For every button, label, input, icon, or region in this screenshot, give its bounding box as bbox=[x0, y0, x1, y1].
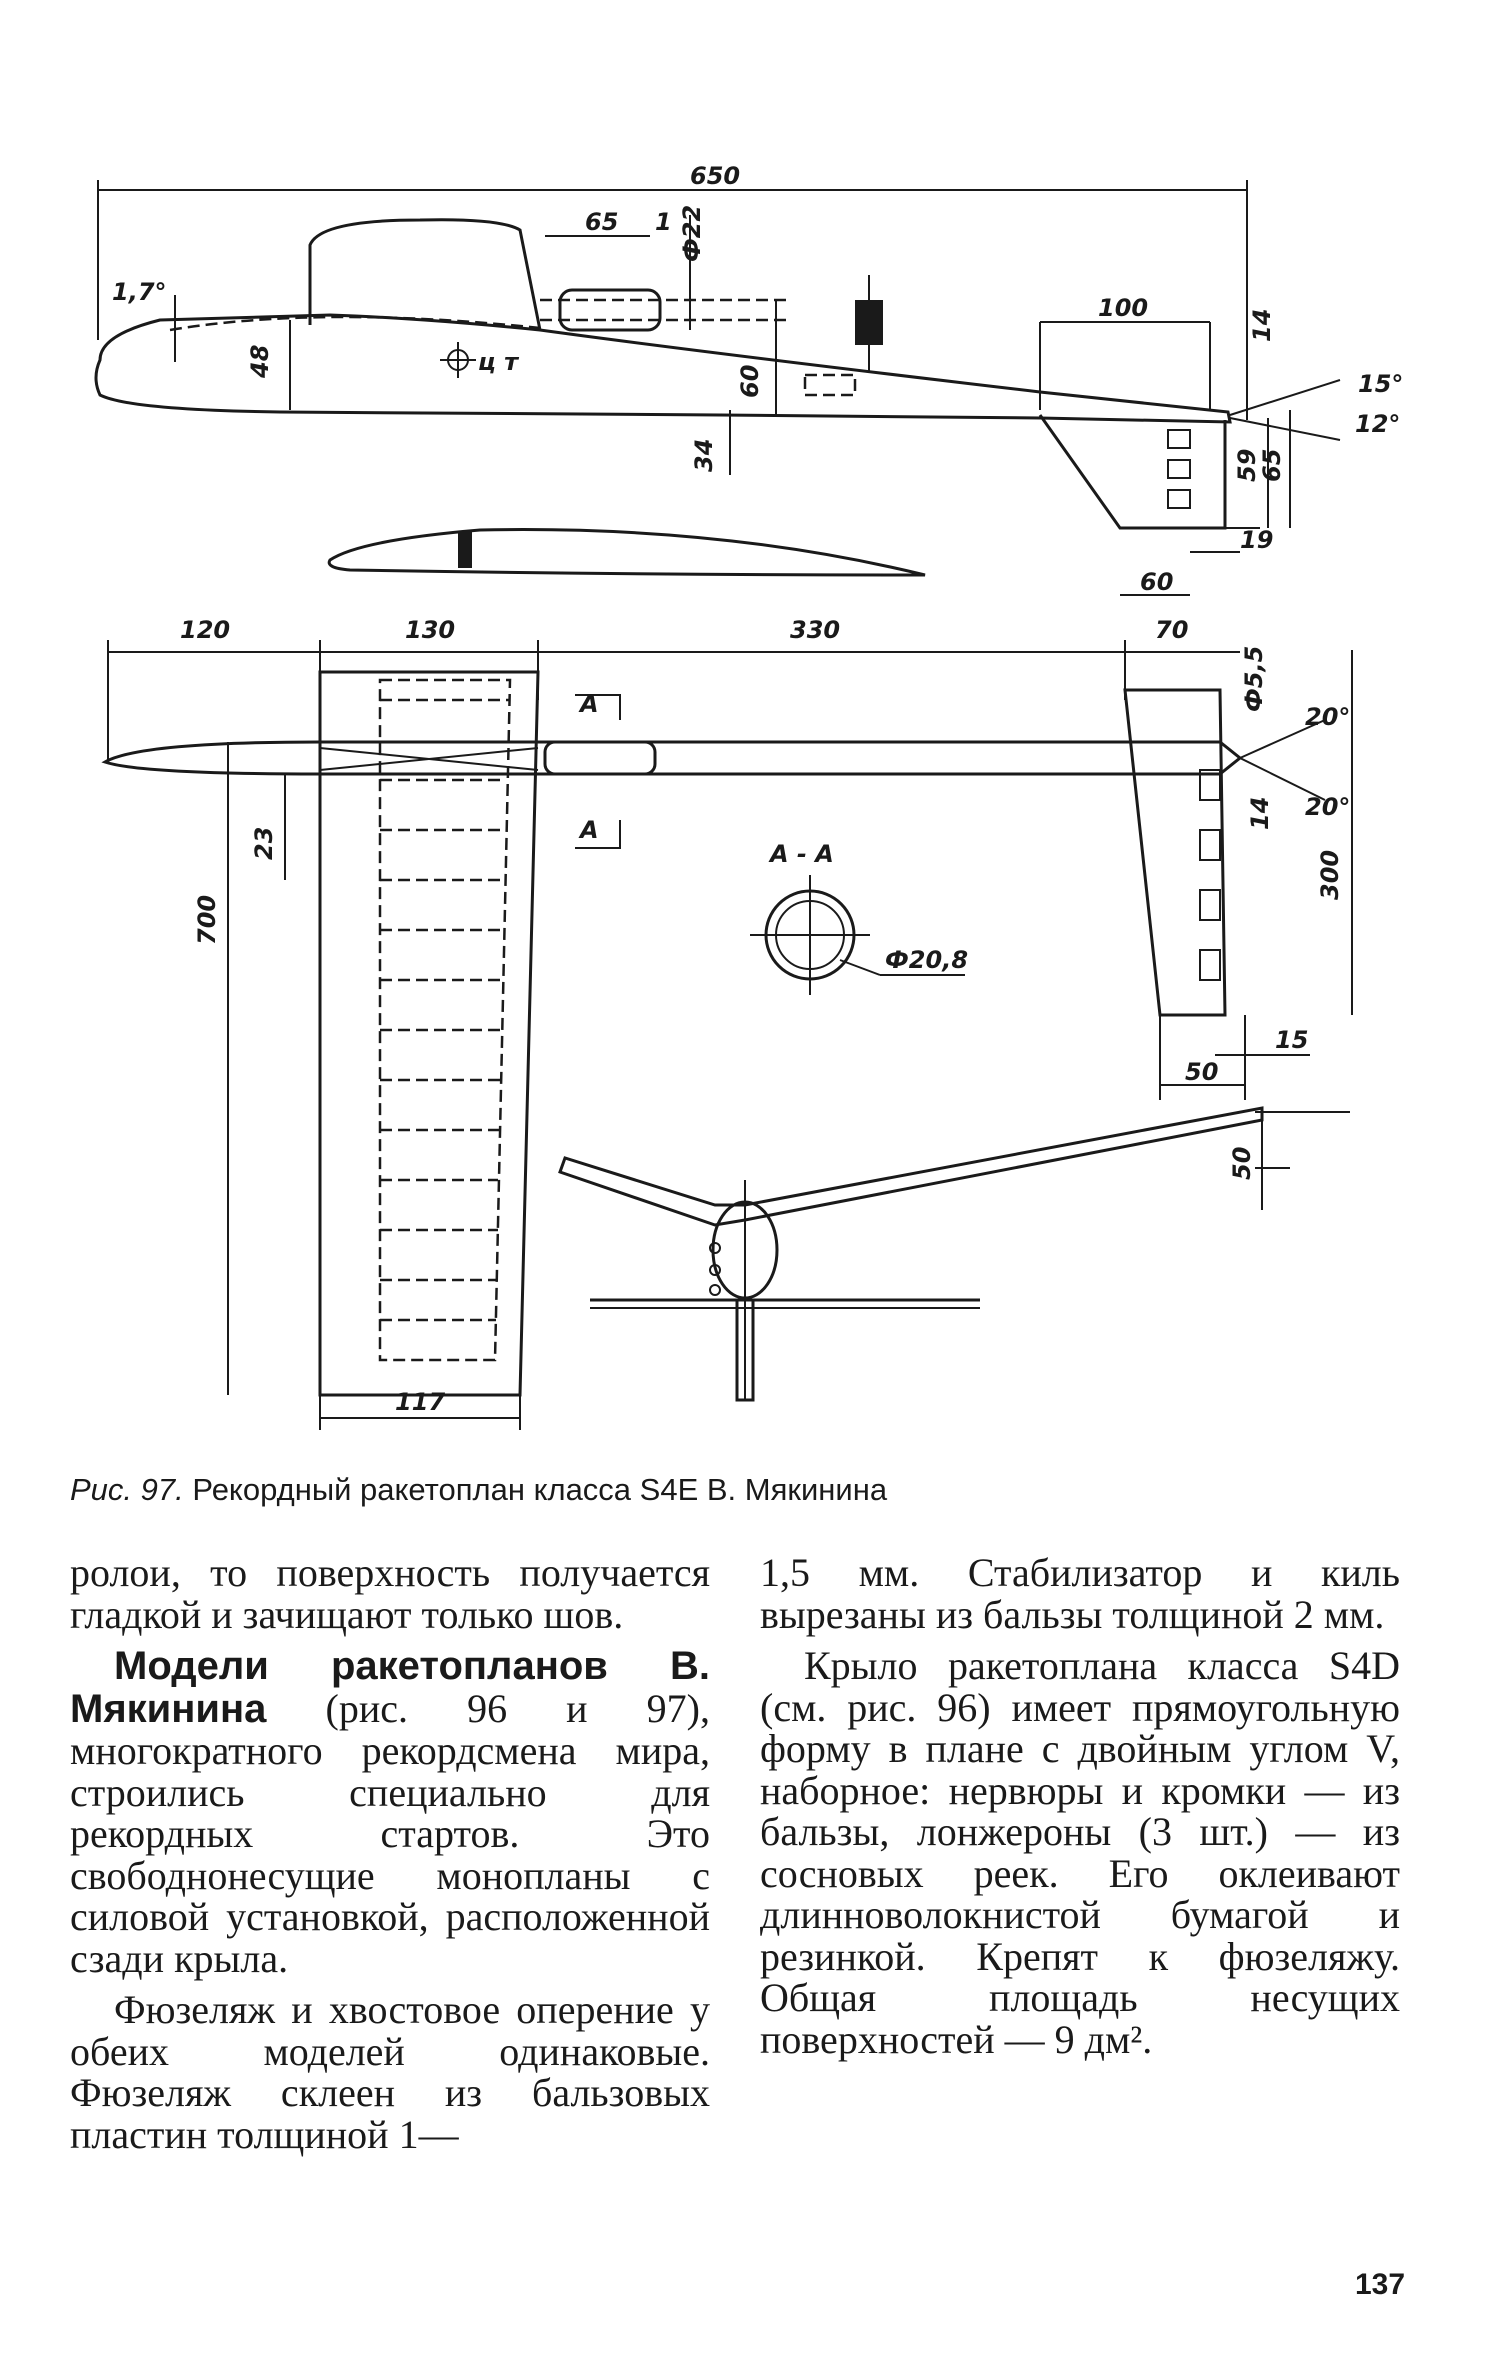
dim-14-top: 14 bbox=[1246, 797, 1274, 830]
dim-angle-20-top: 20° bbox=[1305, 703, 1350, 731]
caption-text: Рекордный ракетоплан класса S4E В. Мякин… bbox=[192, 1472, 888, 1507]
dim-130: 130 bbox=[405, 616, 455, 644]
dim-65: 65 bbox=[585, 208, 618, 236]
wing-airfoil-profile bbox=[327, 528, 926, 577]
dim-650: 650 bbox=[690, 162, 740, 190]
paragraph: 1,5 мм. Стабилизатор и киль вырезаны из … bbox=[760, 1550, 1400, 1637]
stabilizer-tabs bbox=[1199, 769, 1221, 981]
dim-700: 700 bbox=[193, 895, 221, 945]
section-mark-a-top: A bbox=[578, 690, 599, 718]
dim-1: 1 bbox=[655, 208, 672, 236]
dim-300: 300 bbox=[1316, 850, 1344, 900]
section-mark-a-bottom: A bbox=[578, 816, 599, 844]
dim-48: 48 bbox=[246, 345, 274, 379]
dim-60: 60 bbox=[736, 365, 764, 398]
dim-34: 34 bbox=[690, 439, 718, 472]
figure-caption: Рис. 97. Рекордный ракетоплан класса S4E… bbox=[70, 1472, 1440, 1508]
text-column-right: 1,5 мм. Стабилизатор и киль вырезаны из … bbox=[760, 1552, 1400, 2060]
paragraph-rest: (рис. 96 и 97), многократного рекордсмен… bbox=[70, 1685, 710, 1981]
dim-50-front: 50 bbox=[1228, 1147, 1256, 1180]
bold-lead: Модели ракетопланов В. Мякинина bbox=[70, 1644, 710, 1731]
top-view: 120 130 330 70 Ф5,5 bbox=[101, 616, 1353, 1430]
dim-59: 59 bbox=[1233, 449, 1261, 482]
dim-100: 100 bbox=[1098, 294, 1148, 322]
dim-angle-20-bottom: 20° bbox=[1305, 793, 1350, 821]
dim-19: 19 bbox=[1240, 526, 1273, 554]
dim-15: 15 bbox=[1275, 1026, 1308, 1054]
dim-angle-12: 12° bbox=[1355, 410, 1400, 438]
dim-60-fin: 60 bbox=[1140, 568, 1173, 596]
side-view: 650 ц т 65 1 Ф22 1,7° bbox=[94, 162, 1403, 596]
section-label: A - A bbox=[768, 840, 834, 868]
front-view: 50 bbox=[558, 1106, 1350, 1402]
dim-50-stab: 50 bbox=[1185, 1058, 1218, 1086]
paragraph: Модели ракетопланов В. Мякинина (рис. 96… bbox=[70, 1645, 710, 1979]
dim-angle-15: 15° bbox=[1358, 370, 1403, 398]
dim-angle-1-7: 1,7° bbox=[112, 278, 167, 306]
cg-label: ц т bbox=[478, 348, 520, 376]
dim-330: 330 bbox=[790, 616, 840, 644]
dim-117: 117 bbox=[395, 1388, 445, 1416]
paragraph: Крыло ракетоплана класса S4D (см. рис. 9… bbox=[760, 1643, 1400, 2062]
page-number: 137 bbox=[1355, 2268, 1406, 2301]
dim-phi208: Ф20,8 bbox=[885, 946, 968, 974]
paragraph: Фюзеляж и хвостовое оперение у обеих мод… bbox=[70, 1987, 710, 2157]
wing-ribs bbox=[380, 698, 510, 1322]
dim-23: 23 bbox=[250, 827, 278, 860]
dim-phi22: Ф22 bbox=[678, 205, 706, 262]
technical-drawing: 650 ц т 65 1 Ф22 1,7° bbox=[94, 162, 1403, 1430]
dim-65-fin: 65 bbox=[1258, 449, 1286, 482]
paragraph: ролои, то поверхность получается гладкой… bbox=[70, 1550, 710, 1637]
dim-phi55: Ф5,5 bbox=[1240, 646, 1268, 712]
dim-70: 70 bbox=[1155, 616, 1188, 644]
text-column-left: ролои, то поверхность получается гладкой… bbox=[70, 1552, 710, 2155]
figure-ref: Рис. 97. bbox=[70, 1472, 184, 1507]
dim-14-side: 14 bbox=[1248, 309, 1276, 342]
dim-120: 120 bbox=[180, 616, 230, 644]
